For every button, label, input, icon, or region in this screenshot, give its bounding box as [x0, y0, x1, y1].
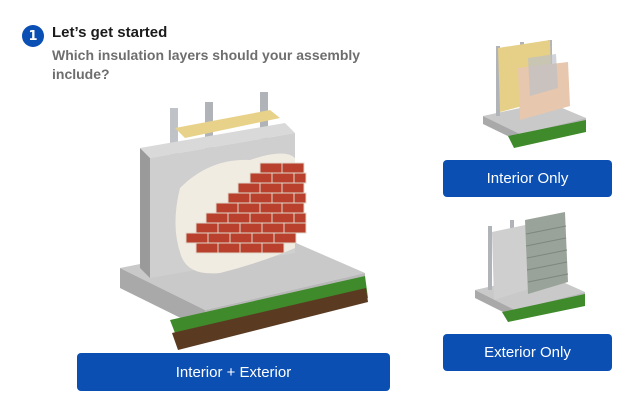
step-number-badge: 1 — [22, 25, 44, 47]
step-title: Let’s get started — [52, 24, 168, 41]
interior-only-wall-illustration[interactable] — [478, 38, 588, 148]
exterior-only-button[interactable]: Exterior Only — [443, 334, 612, 371]
interior-exterior-button[interactable]: Interior + Exterior — [77, 353, 390, 391]
interior-only-button[interactable]: Interior Only — [443, 160, 612, 197]
question-text: Which insulation layers should your asse… — [52, 47, 361, 82]
exterior-only-wall-illustration[interactable] — [470, 210, 588, 322]
interior-exterior-wall-illustration[interactable] — [110, 88, 370, 350]
